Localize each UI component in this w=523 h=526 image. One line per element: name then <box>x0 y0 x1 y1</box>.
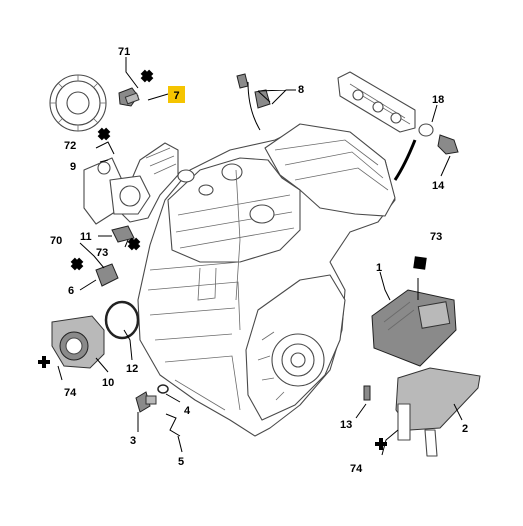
intake-elbow <box>83 142 179 225</box>
housing-10 <box>51 315 105 369</box>
cross-icon <box>70 257 84 271</box>
label-10[interactable]: 10 <box>102 377 114 389</box>
label-71[interactable]: 71 <box>118 46 130 58</box>
label-6[interactable]: 6 <box>68 285 74 297</box>
seal-4 <box>157 384 169 394</box>
label-18[interactable]: 18 <box>432 94 444 106</box>
camshaft-pulley <box>49 74 107 132</box>
label-12[interactable]: 12 <box>126 363 138 375</box>
label-7: 7 <box>173 90 179 102</box>
label-5[interactable]: 5 <box>178 456 184 468</box>
label-73-left[interactable]: 73 <box>96 247 108 259</box>
cross-icon <box>375 438 387 450</box>
sensor-3 <box>135 391 157 413</box>
pressure-sensor <box>418 123 459 155</box>
highlight-badge-7[interactable]: 7 <box>168 86 185 103</box>
label-72[interactable]: 72 <box>64 140 76 152</box>
cross-icon <box>127 237 141 251</box>
label-8[interactable]: 8 <box>298 84 304 96</box>
fuel-rail <box>337 71 417 181</box>
label-4[interactable]: 4 <box>184 405 191 417</box>
label-13[interactable]: 13 <box>340 419 352 431</box>
label-3[interactable]: 3 <box>130 435 136 447</box>
bolt-73-square <box>413 256 427 270</box>
ecu-1 <box>371 289 457 367</box>
sensor-8 <box>236 73 271 131</box>
label-74-right[interactable]: 74 <box>350 463 363 475</box>
label-11[interactable]: 11 <box>80 231 92 243</box>
cross-markers <box>38 69 387 450</box>
label-1[interactable]: 1 <box>376 262 382 274</box>
callout-labels: 71 72 9 8 18 14 70 11 73 6 12 10 74 1 73… <box>50 46 468 475</box>
cross-icon <box>97 127 111 141</box>
engine-block <box>137 123 396 437</box>
highlight-box <box>168 86 185 103</box>
label-74-left[interactable]: 74 <box>64 387 77 399</box>
bracket-2 <box>395 367 481 457</box>
label-73-right[interactable]: 73 <box>430 231 442 243</box>
part-11 <box>111 225 135 243</box>
cross-icon <box>140 69 154 83</box>
clip-5 <box>165 413 181 437</box>
label-2[interactable]: 2 <box>462 423 468 435</box>
bolt-13 <box>363 385 371 401</box>
gasket-12 <box>104 300 140 340</box>
leader-lines <box>57 57 463 456</box>
label-9[interactable]: 9 <box>70 161 76 173</box>
label-70[interactable]: 70 <box>50 235 62 247</box>
label-14[interactable]: 14 <box>432 180 445 192</box>
cross-icon <box>38 356 50 368</box>
sensor-7 <box>118 87 140 107</box>
part-6 <box>95 263 119 287</box>
